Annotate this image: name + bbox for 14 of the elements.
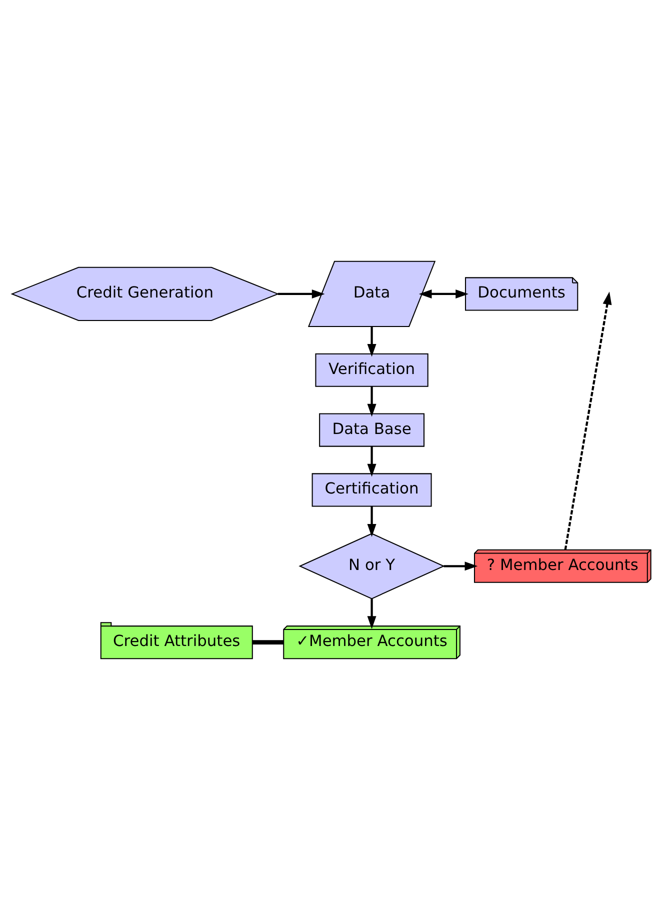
arrow: [367, 326, 376, 357]
arrow: [564, 292, 612, 550]
node-diamond: N or Y: [298, 533, 445, 600]
arrow: [367, 386, 376, 417]
arrow: [367, 506, 376, 537]
arrow: [444, 562, 478, 571]
arrow: [367, 446, 376, 477]
node-box: Certification: [312, 473, 432, 507]
connector: [252, 640, 284, 644]
node-box: Verification: [315, 353, 428, 387]
arrow: [418, 289, 468, 298]
arrow: [278, 289, 325, 298]
node-box: Data Base: [319, 413, 424, 447]
arrow: [367, 598, 376, 629]
